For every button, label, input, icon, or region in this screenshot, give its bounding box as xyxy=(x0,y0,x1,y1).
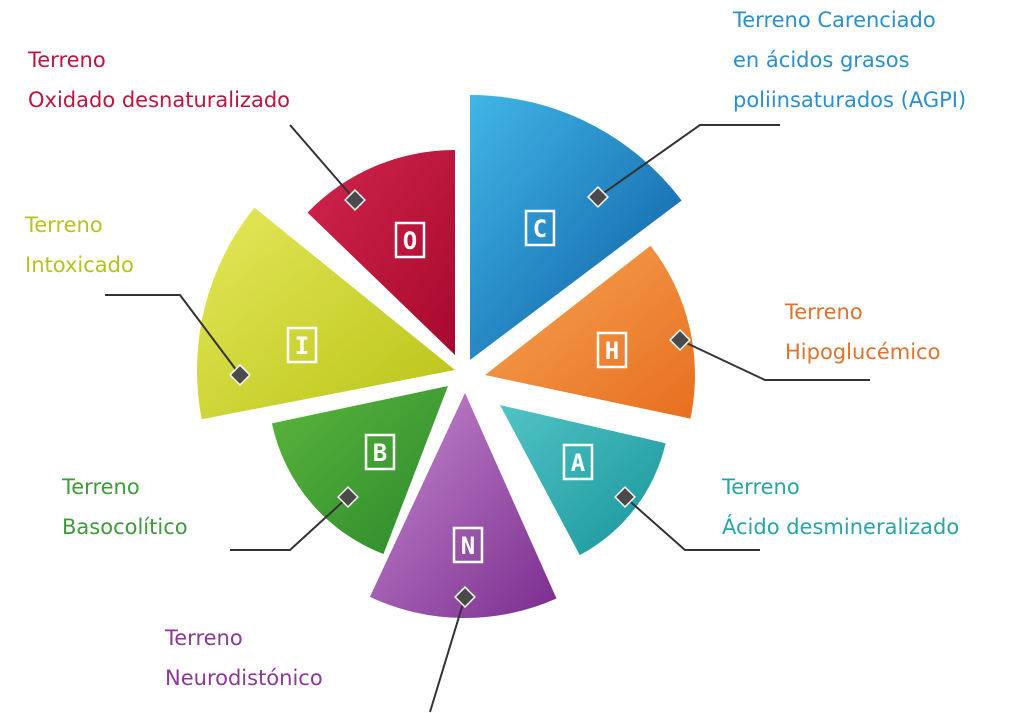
label-line: Terreno xyxy=(722,475,800,499)
marker-diamond-icon xyxy=(614,486,636,508)
label-oxidado: Terreno Oxidado desnaturalizado xyxy=(28,40,290,120)
leader-line-H xyxy=(679,339,870,381)
wedge-B xyxy=(271,386,448,555)
label-line: en ácidos grasos xyxy=(733,48,910,72)
label-line: Terreno xyxy=(28,48,106,72)
letter-O: O xyxy=(403,227,417,255)
letter-box-C xyxy=(524,209,556,247)
label-line: Neurodistónico xyxy=(165,666,323,690)
letter-C: C xyxy=(533,215,547,243)
letter-box-A xyxy=(562,443,594,481)
label-hipoglucemico: Terreno Hipoglucémico xyxy=(785,292,940,372)
leader-line-I xyxy=(105,294,241,376)
wedge-H xyxy=(485,245,695,419)
letter-box-N xyxy=(452,526,484,564)
letter-I: I xyxy=(295,332,309,360)
leader-line-A xyxy=(624,496,760,551)
label-intoxicado: Terreno Intoxicado xyxy=(25,205,134,285)
marker-diamond-icon xyxy=(454,586,476,608)
letter-box-O xyxy=(394,221,426,259)
label-line: Hipoglucémico xyxy=(785,340,941,364)
label-basocolitico: Terreno Basocolítico xyxy=(62,467,188,547)
letter-A: A xyxy=(571,449,586,477)
label-line: poliinsaturados (AGPI) xyxy=(733,88,967,112)
leader-line-O xyxy=(289,124,356,201)
label-line: Intoxicado xyxy=(25,253,134,277)
letter-box-I xyxy=(286,326,318,364)
label-line: Terreno xyxy=(785,300,863,324)
marker-diamond-icon xyxy=(344,189,366,211)
letter-box-H xyxy=(596,331,628,369)
leader-line-N xyxy=(429,596,466,713)
marker-diamond-icon xyxy=(587,186,609,208)
letter-N: N xyxy=(461,532,475,560)
marker-diamond-icon xyxy=(337,486,359,508)
wedge-N xyxy=(369,393,557,618)
label-acido: Terreno Ácido desmineralizado xyxy=(722,467,959,547)
label-line: Ácido desmineralizado xyxy=(722,515,960,539)
letter-box-B xyxy=(364,433,396,471)
label-line: Terreno xyxy=(25,213,103,237)
letter-H: H xyxy=(605,337,619,365)
leader-line-C xyxy=(597,124,780,198)
label-line: Oxidado desnaturalizado xyxy=(28,88,290,112)
label-neurodistonico: Terreno Neurodistónico xyxy=(165,618,323,698)
label-line: Basocolítico xyxy=(62,515,188,539)
wedge-I xyxy=(197,207,455,420)
label-line: Terreno xyxy=(165,626,243,650)
letter-B: B xyxy=(373,439,387,467)
wedge-O xyxy=(307,150,455,355)
marker-diamond-icon xyxy=(229,364,251,386)
label-line: Terreno xyxy=(62,475,140,499)
label-carenciado: Terreno Carenciado en ácidos grasos poli… xyxy=(733,0,966,120)
marker-diamond-icon xyxy=(669,329,691,351)
leader-line-B xyxy=(230,496,349,551)
wedge-C xyxy=(470,95,682,360)
label-line: Terreno Carenciado xyxy=(733,8,936,32)
